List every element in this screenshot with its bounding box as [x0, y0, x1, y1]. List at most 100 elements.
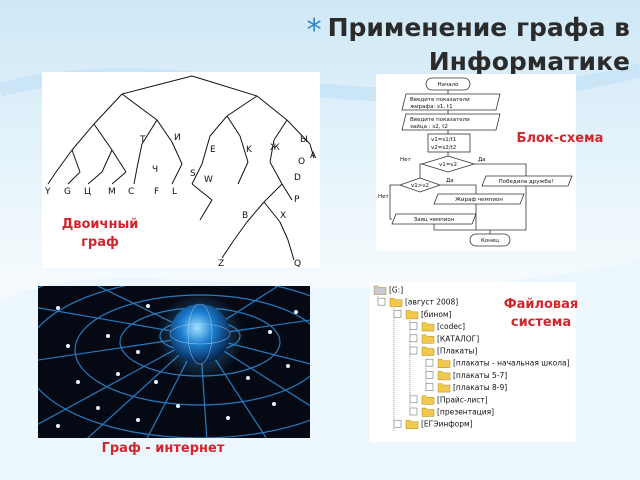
- svg-text:Ы: Ы: [300, 135, 308, 145]
- filesystem-item-label: [G:]: [389, 286, 403, 295]
- flowchart-input-2: [401, 113, 501, 131]
- svg-text:W: W: [204, 175, 213, 185]
- title-bullet-star: *: [306, 13, 322, 48]
- filesystem-item-label: [презентация]: [437, 408, 494, 417]
- svg-text:Ч: Ч: [152, 165, 158, 175]
- filesystem-item-label: [август 2008]: [405, 298, 458, 307]
- flowchart-hare-text: Заяц чемпион: [414, 217, 455, 223]
- filesystem-row[interactable]: [codec]: [409, 322, 465, 332]
- svg-text:B: B: [242, 211, 248, 221]
- folder-icon: [421, 334, 435, 344]
- flowchart-panel: Начало Введите показатели жирафа: s1, t1…: [376, 74, 576, 250]
- svg-text:D: D: [294, 173, 301, 183]
- flowchart-cond-2-text: v1>v2: [411, 183, 429, 189]
- folder-icon: [437, 371, 451, 381]
- flowchart-yes-1: Да: [478, 157, 486, 163]
- svg-text:X: X: [280, 211, 286, 221]
- filesystem-item-label: [плакаты 5-7]: [453, 371, 507, 380]
- folder-icon: [421, 407, 435, 417]
- expand-toggle-icon[interactable]: [409, 322, 418, 330]
- folder-icon: [405, 310, 419, 320]
- svg-text:E: E: [210, 145, 216, 155]
- folder-icon: [437, 383, 451, 393]
- expand-toggle-icon[interactable]: [425, 383, 434, 391]
- internet-graph-label: Граф - интернет: [101, 441, 225, 456]
- filesystem-label: Файловая система: [486, 296, 596, 332]
- internet-graph-panel: [38, 286, 310, 438]
- folder-icon: [405, 419, 419, 429]
- title-line-2: Информатике: [428, 47, 630, 76]
- expand-toggle-icon[interactable]: [409, 334, 418, 343]
- svg-text:Q: Q: [294, 259, 301, 268]
- expand-toggle-icon[interactable]: [409, 395, 418, 404]
- flowchart-input-2-line-2: зайца : s2, t2: [410, 123, 448, 130]
- slide-title: *Применение графа в Информатике: [210, 10, 630, 79]
- binary-tree-label-line-2: граф: [81, 235, 119, 250]
- flowchart-no-2: Нет: [378, 194, 390, 200]
- filesystem-row[interactable]: [Прайс-лист]: [409, 395, 488, 405]
- svg-text:T: T: [139, 135, 146, 145]
- flowchart-cond-2: [398, 177, 442, 193]
- flowchart-no-1: Нет: [400, 157, 412, 163]
- filesystem-row[interactable]: [плакаты - начальная школа]: [425, 358, 570, 368]
- svg-text:Z: Z: [218, 259, 224, 268]
- expand-toggle-icon[interactable]: [393, 419, 402, 428]
- filesystem-item-label: [Прайс-лист]: [437, 395, 488, 404]
- expand-toggle-icon[interactable]: [377, 297, 386, 306]
- svg-text:P: P: [294, 195, 300, 205]
- flowchart-cond-1-text: v1=v2: [439, 162, 457, 168]
- flowchart-giraffe-text: Жираф чемпион: [455, 197, 503, 203]
- filesystem-row[interactable]: [Плакаты]: [409, 346, 477, 356]
- filesystem-row[interactable]: [G:]: [373, 286, 403, 295]
- expand-toggle-icon[interactable]: [393, 310, 402, 318]
- svg-text:Ц: Ц: [84, 187, 91, 197]
- filesystem-row[interactable]: [КАТАЛОГ]: [409, 334, 479, 344]
- flowchart-calc-line-1: v1=s1/t1: [431, 137, 456, 143]
- expand-toggle-icon[interactable]: [409, 346, 418, 355]
- internet-graph-image: [38, 286, 310, 438]
- flowchart-yes-2: Да: [446, 178, 454, 184]
- folder-icon: [421, 346, 435, 356]
- expand-toggle-icon[interactable]: [425, 371, 434, 379]
- filesystem-row[interactable]: [плакаты 8-9]: [425, 383, 507, 393]
- flowchart-end-text: Конец: [481, 238, 499, 244]
- flowchart-start-text: Начало: [437, 82, 459, 88]
- svg-text:F: F: [154, 187, 159, 197]
- flowchart-calc: [427, 133, 471, 153]
- svg-text:A: A: [310, 151, 317, 161]
- expand-toggle-icon[interactable]: [425, 358, 434, 367]
- flowchart-friend: [481, 175, 573, 187]
- folder-icon: [389, 297, 403, 307]
- svg-text:L: L: [172, 187, 177, 197]
- flowchart-input-1-line-1: Введите показатели: [410, 97, 470, 103]
- filesystem-tree: [G:][август 2008] [бином] [codec] [КАТАЛОГ]…: [373, 286, 570, 432]
- svg-text:K: K: [246, 145, 253, 155]
- filesystem-item-label: [плакаты - начальная школа]: [453, 359, 570, 368]
- svg-text:M: M: [108, 187, 116, 197]
- filesystem-row[interactable]: [бином]: [393, 310, 452, 320]
- binary-tree-label-line-1: Двоичный: [61, 217, 139, 232]
- svg-text:Y: Y: [44, 187, 51, 197]
- title-line-1: Применение графа в: [327, 13, 630, 42]
- folder-icon: [437, 358, 451, 368]
- filesystem-row[interactable]: [плакаты 5-7]: [425, 371, 507, 381]
- filesystem-item-label: [КАТАЛОГ]: [437, 334, 479, 343]
- svg-text:S: S: [190, 169, 196, 179]
- binary-tree-label: Двоичный граф: [56, 216, 144, 252]
- filesystem-label-line-1: Файловая: [503, 297, 579, 312]
- flowchart-input-1-line-2: жирафа: s1, t1: [410, 104, 453, 110]
- flowchart-giraffe: [433, 193, 525, 205]
- expand-toggle-icon[interactable]: [409, 407, 418, 416]
- filesystem-row[interactable]: [август 2008]: [377, 297, 458, 307]
- svg-text:O: O: [298, 157, 305, 167]
- filesystem-row[interactable]: [ЕГЭинформ]: [393, 419, 473, 429]
- filesystem-row[interactable]: [презентация]: [409, 407, 494, 417]
- filesystem-item-label: [codec]: [437, 322, 465, 331]
- filesystem-label-line-2: система: [510, 315, 572, 330]
- svg-text:C: C: [128, 187, 134, 197]
- flowchart-friend-text: Победила дружба!: [499, 179, 554, 185]
- filesystem-item-label: [бином]: [421, 310, 452, 319]
- flowchart-diagram: Начало Введите показатели жирафа: s1, t1…: [378, 77, 573, 247]
- filesystem-item-label: [плакаты 8-9]: [453, 383, 507, 392]
